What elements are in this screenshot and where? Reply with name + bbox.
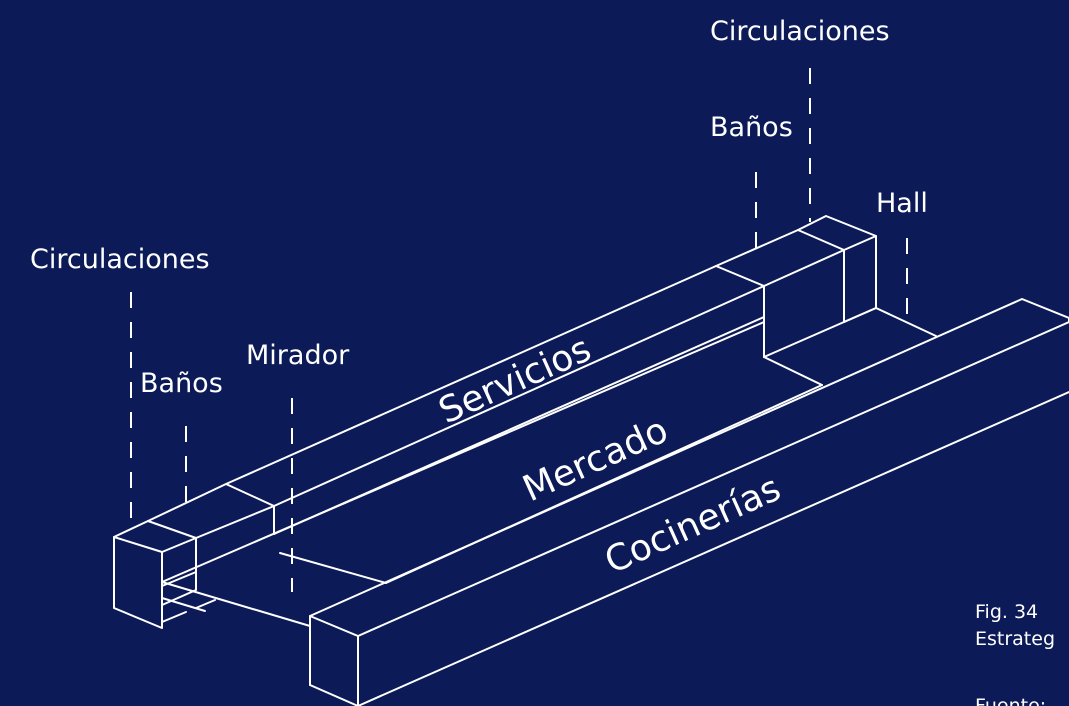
right-block-top: [715, 215, 877, 287]
left-banos-side: [161, 537, 197, 606]
floor-edge-left-4: [195, 599, 216, 609]
right-block-bottom: [843, 307, 877, 323]
cocinerias-volume: [309, 298, 1069, 706]
banos-left-label: Baños: [140, 368, 223, 399]
cocinerias-end-bottom: [309, 684, 359, 706]
servicios-top-front-edge: [273, 285, 765, 507]
right-block-divider: [797, 229, 845, 251]
hall-floor-edge: [875, 307, 937, 337]
floor-edge-left-2: [161, 597, 206, 612]
mercado-right-divider: [763, 356, 823, 386]
floor-edge-left-3: [161, 611, 187, 623]
servicios-back-edge: [225, 265, 717, 485]
floor-edge-left: [161, 581, 311, 627]
hall-label: Hall: [876, 188, 928, 219]
leader-lines: [130, 68, 908, 592]
left-banos-top: [147, 483, 275, 539]
cocinerias-top-face: [309, 298, 1069, 637]
figure-number: Fig. 34: [975, 601, 1038, 623]
mercado-label: Mercado: [517, 410, 674, 511]
cocinerias-label: Cocinerías: [599, 468, 787, 582]
left-circulation-front: [113, 536, 163, 629]
circulaciones-left-label: Circulaciones: [30, 244, 210, 275]
servicios-end-line: [715, 265, 765, 287]
banos-right-label: Baños: [710, 112, 793, 143]
cocinerias-bottom-edge: [357, 391, 1069, 706]
figure-title: Estrateg: [975, 628, 1055, 650]
mirador-label: Mirador: [246, 340, 350, 371]
left-circulation-top: [113, 520, 197, 553]
circulaciones-right-label: Circulaciones: [710, 16, 890, 47]
right-end-blocks: [715, 215, 937, 358]
mercado-back-edge: [161, 321, 765, 583]
left-end-blocks: [113, 483, 311, 629]
figure-source: Fuente:: [975, 695, 1046, 706]
mercado-left-divider: [279, 552, 387, 584]
